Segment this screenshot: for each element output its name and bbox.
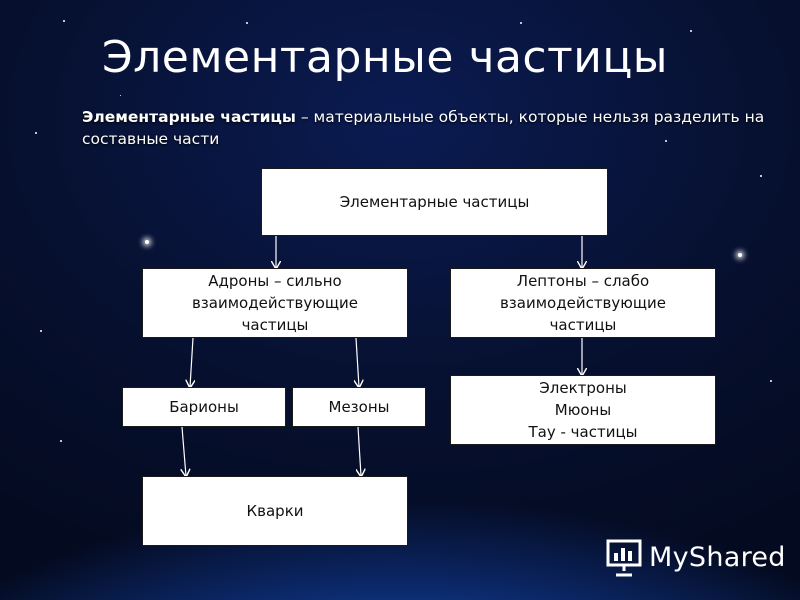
edge-hadrons-baryons: [190, 337, 193, 387]
node-quarks: Кварки: [142, 476, 408, 546]
definition-term: Элементарные частицы: [82, 108, 296, 126]
definition-body: – материальные объекты, которые нельзя р…: [82, 108, 765, 148]
node-lepton-type: Тау - частицы: [528, 423, 638, 441]
star: [63, 20, 65, 22]
star: [60, 440, 62, 442]
edge-hadrons-mesons: [356, 337, 359, 387]
presentation-board-icon: [606, 539, 642, 577]
node-baryons: Барионы: [122, 387, 286, 427]
edge-baryons-quarks: [182, 426, 186, 476]
node-hadrons-line: частицы: [241, 316, 309, 334]
node-mesons: Мезоны: [292, 387, 426, 427]
node-lepton-type: Мюоны: [554, 401, 612, 419]
node-lepton-type: Электроны: [539, 379, 627, 397]
star: [520, 22, 522, 24]
page-title: Элементарные частицы: [101, 32, 669, 83]
star: [145, 240, 149, 244]
star: [120, 95, 121, 96]
logo-text: MyShared: [649, 541, 786, 573]
node-hadrons-line: Адроны – сильно: [208, 272, 342, 290]
definition-text: Элементарные частицы – материальные объе…: [82, 106, 772, 150]
node-hadrons-line: взаимодействующие: [191, 294, 359, 312]
edge-mesons-quarks: [358, 426, 361, 476]
star: [690, 30, 692, 32]
node-lepton-types: Электроны Мюоны Тау - частицы: [450, 375, 716, 445]
myshared-logo[interactable]: MyShared: [605, 532, 786, 582]
node-leptons-line: Лептоны – слабо: [516, 272, 650, 290]
star: [246, 22, 248, 24]
star: [40, 330, 42, 332]
node-leptons: Лептоны – слабо взаимодействующие частиц…: [450, 268, 716, 338]
star: [770, 380, 772, 382]
node-leptons-line: взаимодействующие: [499, 294, 667, 312]
star: [738, 253, 742, 257]
node-root: Элементарные частицы: [261, 168, 608, 236]
node-leptons-line: частицы: [549, 316, 617, 334]
star: [665, 140, 667, 142]
star: [35, 132, 37, 134]
star: [760, 175, 762, 177]
node-hadrons: Адроны – сильно взаимодействующие частиц…: [142, 268, 408, 338]
